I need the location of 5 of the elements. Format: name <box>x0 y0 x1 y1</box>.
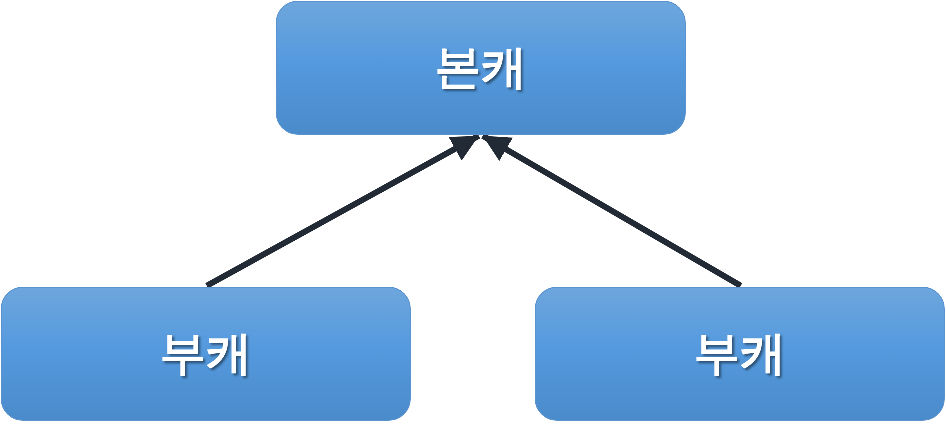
arrow <box>206 133 480 289</box>
process-box: 부캐 <box>1 287 411 421</box>
arrow <box>482 133 742 289</box>
process-box: 부캐 <box>535 287 945 421</box>
process-box: 본캐 <box>276 1 686 135</box>
